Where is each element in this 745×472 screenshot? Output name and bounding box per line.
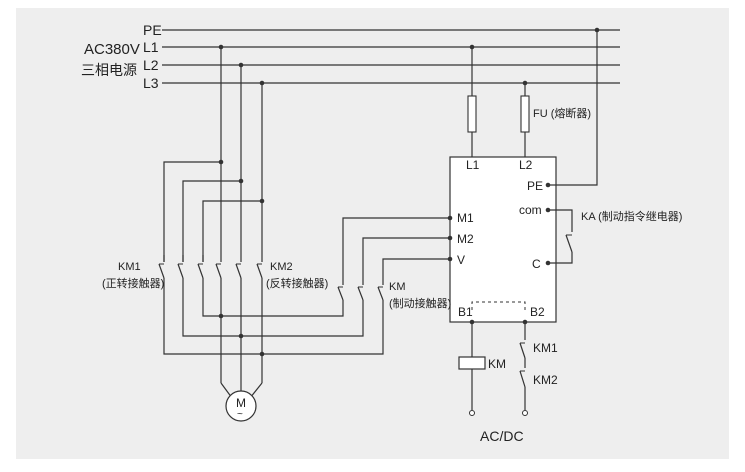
- junction-feed-l3: [522, 80, 528, 86]
- junction-b: [238, 178, 244, 184]
- junction-l3: [259, 80, 265, 86]
- km2-nc-contact: [519, 370, 526, 388]
- contact-km2: KM2: [533, 373, 558, 387]
- terminal-pe: [545, 182, 551, 188]
- km-desc: (制动接触器): [389, 296, 451, 310]
- supply-description: 三相电源: [81, 62, 137, 78]
- bus-label-l1: L1: [143, 39, 159, 55]
- relay-label: KA (制动指令继电器): [581, 209, 682, 223]
- fuse-1: [467, 95, 477, 133]
- wire-km-2: [241, 300, 364, 337]
- ctrl-l1: L1: [466, 158, 480, 172]
- bus-label-l2: L2: [143, 57, 159, 73]
- junction-pe: [594, 27, 600, 33]
- km2-desc: (反转接触器): [266, 276, 328, 290]
- ctrl-l2: L2: [519, 158, 533, 172]
- junction-l2: [238, 62, 244, 68]
- motor-symbol: [225, 390, 257, 422]
- km2-contacts: [215, 262, 267, 279]
- wire-km1-pole2-top: [182, 180, 241, 262]
- km1-name: KM1: [118, 261, 141, 273]
- wire-v: [382, 258, 450, 285]
- terminal-com: [545, 207, 551, 213]
- controller-box: [449, 156, 557, 323]
- wire-km1-pole1-bottom: [163, 278, 262, 355]
- source-terminal-2: [522, 410, 528, 416]
- ka-contact: [565, 234, 573, 253]
- motor-tilde: ~: [237, 409, 243, 420]
- junction-c: [259, 198, 265, 204]
- km-name: KM: [389, 281, 406, 293]
- power-source-label: AC/DC: [480, 428, 524, 444]
- supply-bus: [162, 29, 620, 84]
- coil-symbol: [458, 356, 486, 370]
- km2-name: KM2: [270, 261, 293, 273]
- ctrl-m2: M2: [457, 232, 474, 246]
- wire-km1-pole1-top: [163, 161, 221, 262]
- coil-label: KM: [488, 357, 506, 371]
- ctrl-b2: B2: [530, 305, 545, 319]
- fuse-label: FU (熔断器): [533, 106, 591, 120]
- ctrl-v: V: [457, 253, 465, 267]
- ctrl-b1: B1: [458, 305, 473, 319]
- junction-a: [218, 159, 224, 165]
- junction-feed-l1: [469, 44, 475, 50]
- ctrl-pe: PE: [527, 179, 543, 193]
- contactor-wiring: [163, 161, 262, 355]
- wire-com: [548, 209, 573, 232]
- source-terminal-1: [469, 410, 475, 416]
- bus-label-pe: PE: [143, 22, 162, 38]
- supply-voltage: AC380V: [84, 41, 140, 58]
- bus-label-l3: L3: [143, 75, 159, 91]
- km1-desc: (正转接触器): [102, 276, 164, 290]
- wire-km-1: [221, 300, 344, 317]
- motor-feed-verticals: [220, 47, 263, 383]
- contact-km1: KM1: [533, 341, 558, 355]
- wire-c: [548, 252, 573, 264]
- motor-label: M: [236, 396, 246, 410]
- wire-m1: [342, 217, 450, 285]
- ctrl-m1: M1: [457, 211, 474, 225]
- wire-m2: [362, 237, 450, 285]
- wire-km1-pole3-bottom: [202, 278, 221, 317]
- km1-contacts: [158, 255, 210, 279]
- wire-km-3: [262, 300, 384, 355]
- km1-nc-contact: [519, 342, 526, 359]
- terminal-c: [545, 260, 551, 266]
- ctrl-com: com: [519, 203, 542, 217]
- km-contacts: [337, 286, 384, 301]
- junction-l1: [218, 44, 224, 50]
- fuse-2: [520, 95, 530, 133]
- wire-km1-pole2-bottom: [182, 278, 241, 337]
- ctrl-c: C: [532, 257, 541, 271]
- wire-km1-pole3-top: [202, 200, 262, 262]
- wire-pe: [548, 30, 598, 186]
